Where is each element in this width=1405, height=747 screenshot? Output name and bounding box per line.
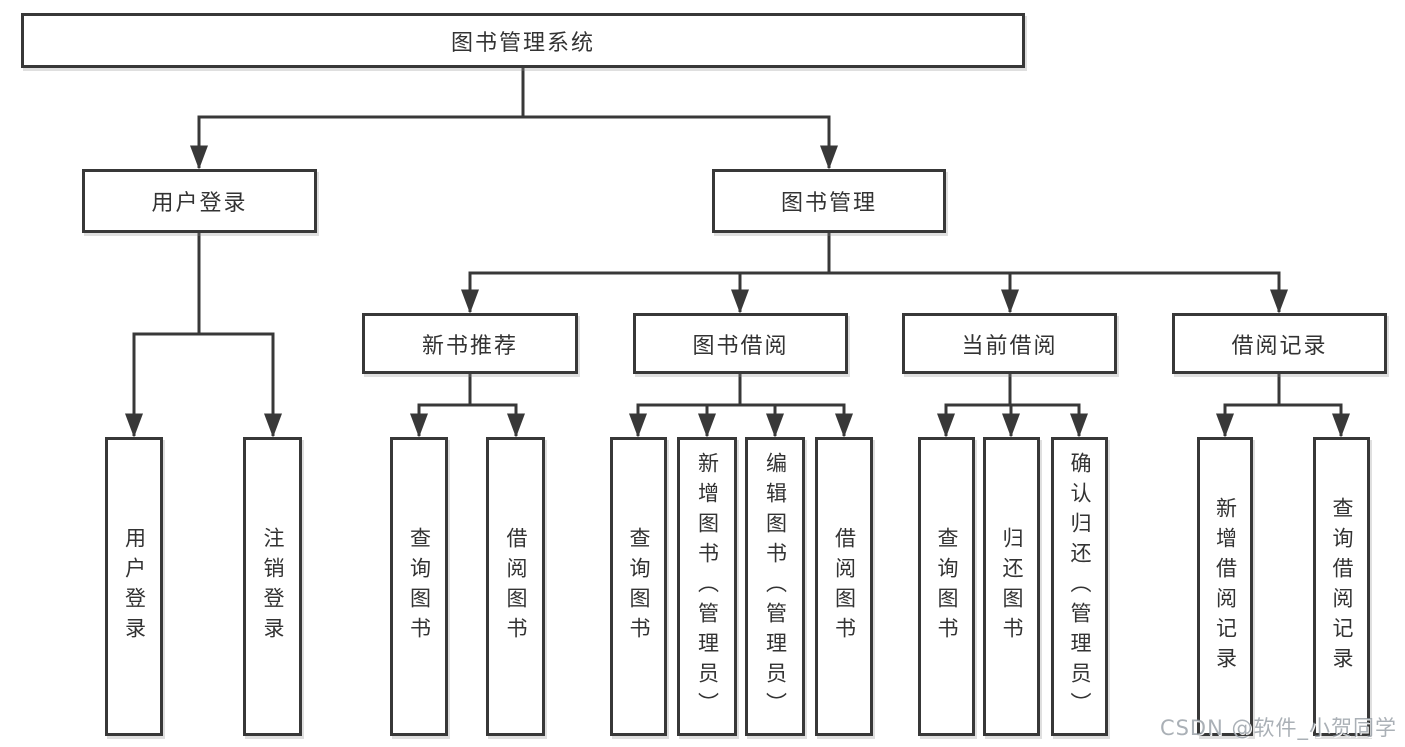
node-current-borrowing: 当前借阅 [902,313,1117,374]
csdn-watermark: CSDN @软件_小贺同学 [1159,716,1397,740]
node-label: 当前借阅 [961,333,1058,359]
node-label: 查询借阅记录 [1330,496,1354,677]
leaf-current-return-book: 归还图书 [983,437,1040,736]
node-label: 借阅图书 [504,526,528,647]
leaf-current-query-book: 查询图书 [918,437,975,736]
leaf-borrow-add-book-admin: 新增图书（管理员） [677,437,737,736]
node-label: 用户登录 [122,526,147,647]
node-label: 确认归还（管理员） [1068,451,1092,722]
leaf-current-confirm-return-admin: 确认归还（管理员） [1051,437,1108,736]
node-label: 归还图书 [1000,526,1024,647]
node-label: 新增图书（管理员） [695,451,720,722]
node-label: 查询图书 [407,526,432,647]
node-book-borrowing: 图书借阅 [633,313,848,374]
node-label: 编辑图书（管理员） [763,451,788,722]
node-new-book-recommend: 新书推荐 [362,313,578,374]
leaf-newbook-query-book: 查询图书 [390,437,448,736]
node-label: 注销登录 [261,526,285,647]
node-label: 图书管理系统 [450,30,595,56]
node-label: 用户登录 [151,191,248,216]
node-label: 新书推荐 [421,333,518,359]
node-label: 借阅记录 [1231,333,1328,359]
node-label: 查询图书 [627,526,651,647]
node-label: 查询图书 [935,526,959,647]
node-label: 借阅图书 [832,526,857,647]
node-book-management-system: 图书管理系统 [21,13,1025,68]
node-borrowing-records: 借阅记录 [1172,313,1387,374]
leaf-records-add-record: 新增借阅记录 [1197,437,1253,736]
leaf-borrow-query-book: 查询图书 [610,437,667,736]
leaf-borrow-edit-book-admin: 编辑图书（管理员） [745,437,805,736]
node-label: 新增借阅记录 [1213,496,1238,677]
node-user-login: 用户登录 [82,169,317,233]
leaf-newbook-borrow-book: 借阅图书 [486,437,545,736]
leaf-borrow-borrow-book: 借阅图书 [815,437,873,736]
node-label: 图书管理 [780,191,877,216]
leaf-user-login: 用户登录 [105,437,163,736]
node-book-management: 图书管理 [712,169,946,233]
leaf-records-query-record: 查询借阅记录 [1313,437,1370,736]
node-label: 图书借阅 [692,333,789,359]
leaf-logout: 注销登录 [243,437,302,736]
